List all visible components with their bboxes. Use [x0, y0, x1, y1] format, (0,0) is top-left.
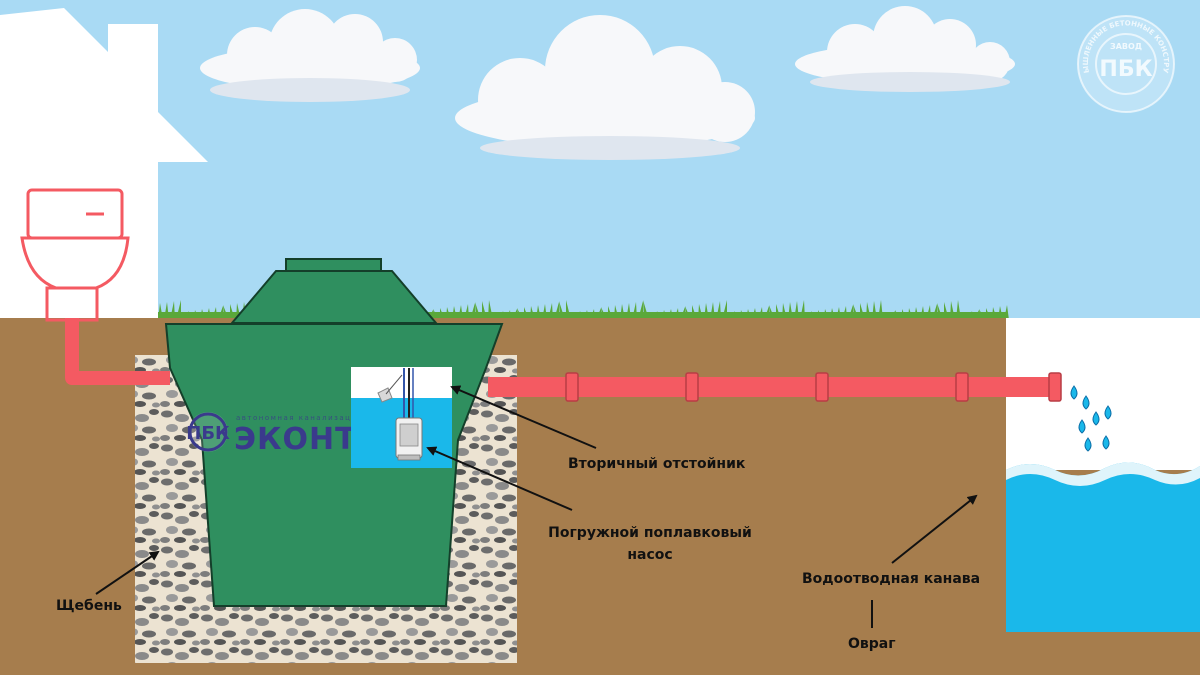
logo-letters: ПБК	[1099, 57, 1152, 82]
tank-brand-subtitle: автономная канализация	[236, 414, 363, 422]
house	[0, 8, 208, 320]
label-pump: Погружной поплавковый насос	[530, 522, 770, 566]
pipe-couplings	[565, 372, 1062, 402]
label-ravine: Овраг	[848, 636, 896, 652]
tank-brand-logo: ПБК	[186, 412, 230, 452]
label-drainage-ditch: Водоотводная канава	[802, 571, 981, 587]
ravine-water	[1006, 462, 1200, 632]
outlet-pipe	[488, 377, 1056, 397]
arrow-secondary-settler	[450, 385, 597, 449]
inlet-pipe	[65, 318, 170, 385]
tank-logo-letters: ПБК	[186, 423, 230, 444]
submersible-pump-icon	[395, 417, 423, 461]
label-pump-line2: насос	[627, 547, 673, 563]
arrow-pump	[426, 446, 573, 511]
label-arrows	[95, 385, 978, 628]
water-drops	[1070, 385, 1112, 452]
arrow-gravel	[95, 550, 160, 595]
arrow-drainage-ditch	[891, 494, 978, 564]
logo-top-text: ЗАВОД	[1110, 42, 1142, 51]
label-gravel: Щебень	[56, 598, 122, 614]
cloud-left	[200, 9, 420, 102]
cloud-right	[795, 6, 1015, 92]
tank-brand-name: ЭКОНТ	[234, 422, 357, 457]
label-pump-line1: Погружной поплавковый	[548, 525, 752, 541]
cloud-center	[455, 15, 755, 160]
label-secondary-settler: Вторичный отстойник	[568, 456, 746, 472]
water-foam	[1006, 462, 1200, 486]
